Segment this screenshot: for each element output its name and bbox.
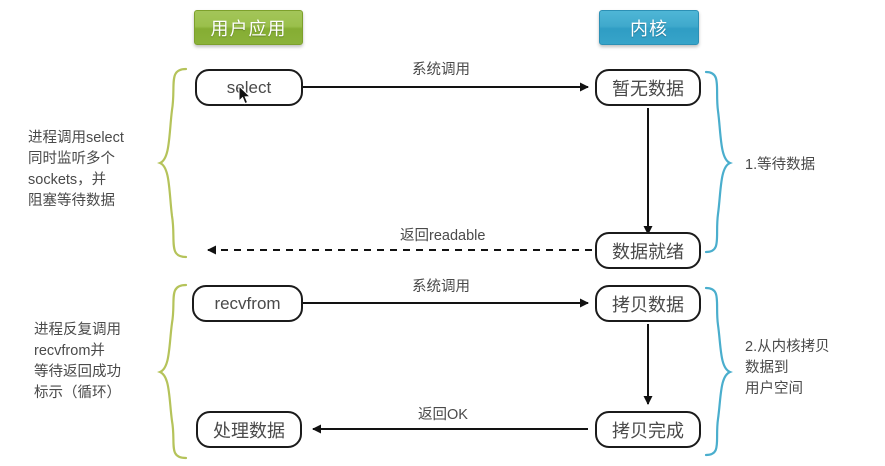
annotation-step-2: 2.从内核拷贝 数据到 用户空间	[745, 339, 830, 397]
node-no-data[interactable]: 暂无数据	[595, 69, 701, 106]
brace-right-upper	[704, 70, 733, 254]
header-user-application: 用户应用	[194, 10, 303, 45]
edge-label-return-ok: 返回OK	[418, 407, 468, 423]
edge-label-syscall-top: 系统调用	[412, 62, 470, 78]
brace-right-lower	[704, 286, 733, 457]
mouse-cursor-icon	[238, 85, 252, 105]
node-select-label: select	[226, 77, 272, 97]
side-note-lower: 进程反复调用 recvfrom并 等待返回成功 标示（循环）	[34, 322, 121, 401]
annotation-step-1: 1.等待数据	[745, 157, 816, 173]
node-no-data-label: 暂无数据	[612, 78, 684, 99]
node-select[interactable]: select	[195, 69, 303, 106]
node-data-ready-label: 数据就绪	[612, 241, 684, 262]
node-recvfrom[interactable]: recvfrom	[192, 285, 303, 322]
edge-label-return-readable: 返回readable	[400, 228, 486, 244]
node-process-data[interactable]: 处理数据	[196, 411, 302, 448]
header-kernel: 内核	[599, 10, 699, 45]
edge-label-syscall-bottom: 系统调用	[412, 279, 470, 295]
node-copy-data-label: 拷贝数据	[612, 294, 684, 315]
node-recvfrom-label: recvfrom	[214, 293, 281, 313]
node-copy-data[interactable]: 拷贝数据	[595, 285, 701, 322]
side-note-upper: 进程调用select 同时监听多个 sockets，并 阻塞等待数据	[28, 130, 124, 209]
node-copy-done[interactable]: 拷贝完成	[595, 411, 701, 448]
header-user-application-label: 用户应用	[210, 18, 287, 39]
header-kernel-label: 内核	[630, 18, 668, 39]
brace-left-upper	[157, 67, 188, 259]
node-process-data-label: 处理数据	[213, 420, 285, 441]
brace-left-lower	[157, 283, 188, 460]
node-data-ready[interactable]: 数据就绪	[595, 232, 701, 269]
node-copy-done-label: 拷贝完成	[612, 420, 684, 441]
